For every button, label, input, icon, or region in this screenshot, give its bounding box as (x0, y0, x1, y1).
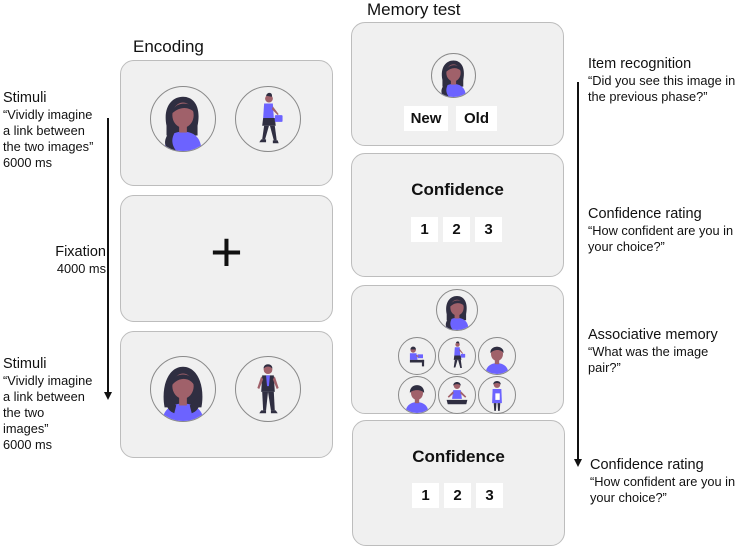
encoding-stimuli-panel-1 (120, 60, 333, 186)
woman-long-hair-avatar-icon (150, 356, 216, 422)
sitting-person-icon[interactable] (398, 337, 436, 375)
confidence-option-2[interactable]: 2 (444, 483, 471, 508)
memory-test-timeline-line (577, 82, 579, 460)
man-dark-avatar-icon[interactable] (398, 376, 436, 414)
memory-test-heading: Memory test (367, 0, 461, 19)
encoding-stimuli-panel-2 (120, 331, 333, 458)
stimuli-label-2: Stimuli “Vividly imagine a link between … (3, 356, 93, 452)
memory-test-timeline-arrowhead (573, 459, 582, 467)
man-avatar-icon[interactable] (478, 337, 516, 375)
fixation-cross: + (210, 220, 243, 283)
woman-avatar-icon (150, 86, 216, 152)
recognition-panel: New Old (351, 22, 564, 146)
woman-avatar-icon (436, 289, 478, 331)
walking-woman-icon[interactable] (438, 337, 476, 375)
confidence-option-1[interactable]: 1 (412, 483, 439, 508)
item-recognition-label: Item recognition “Did you see this image… (588, 56, 736, 104)
confidence-option-3[interactable]: 3 (475, 217, 502, 242)
confidence-option-1[interactable]: 1 (411, 217, 438, 242)
stimuli-label-1: Stimuli “Vividly imagine a link between … (3, 90, 94, 170)
encoding-timeline-arrowhead (103, 392, 112, 400)
encoding-heading: Encoding (133, 37, 204, 56)
confidence-title: Confidence (411, 180, 504, 199)
woman-avatar-icon (431, 53, 476, 98)
associative-panel (351, 285, 564, 414)
walking-woman-icon (235, 86, 301, 152)
associative-memory-label: Associative memory “What was the image p… (588, 327, 718, 375)
fixation-panel: + (120, 195, 333, 322)
confidence-option-2[interactable]: 2 (443, 217, 470, 242)
confidence-panel-2: Confidence 1 2 3 (352, 420, 565, 546)
confidence-rating-label-2: Confidence rating “How confident are you… (590, 457, 736, 505)
confidence-panel-1: Confidence 1 2 3 (351, 153, 564, 277)
meditating-person-icon[interactable] (438, 376, 476, 414)
man-standing-icon (235, 356, 301, 422)
confidence-title: Confidence (412, 447, 505, 466)
confidence-option-3[interactable]: 3 (476, 483, 503, 508)
encoding-timeline-line (107, 118, 109, 393)
confidence-rating-label-1: Confidence rating “How confident are you… (588, 206, 734, 254)
person-with-phone-icon[interactable] (478, 376, 516, 414)
fixation-label: Fixation 4000 ms (55, 244, 106, 276)
old-button[interactable]: Old (456, 106, 497, 131)
new-button[interactable]: New (404, 106, 448, 131)
